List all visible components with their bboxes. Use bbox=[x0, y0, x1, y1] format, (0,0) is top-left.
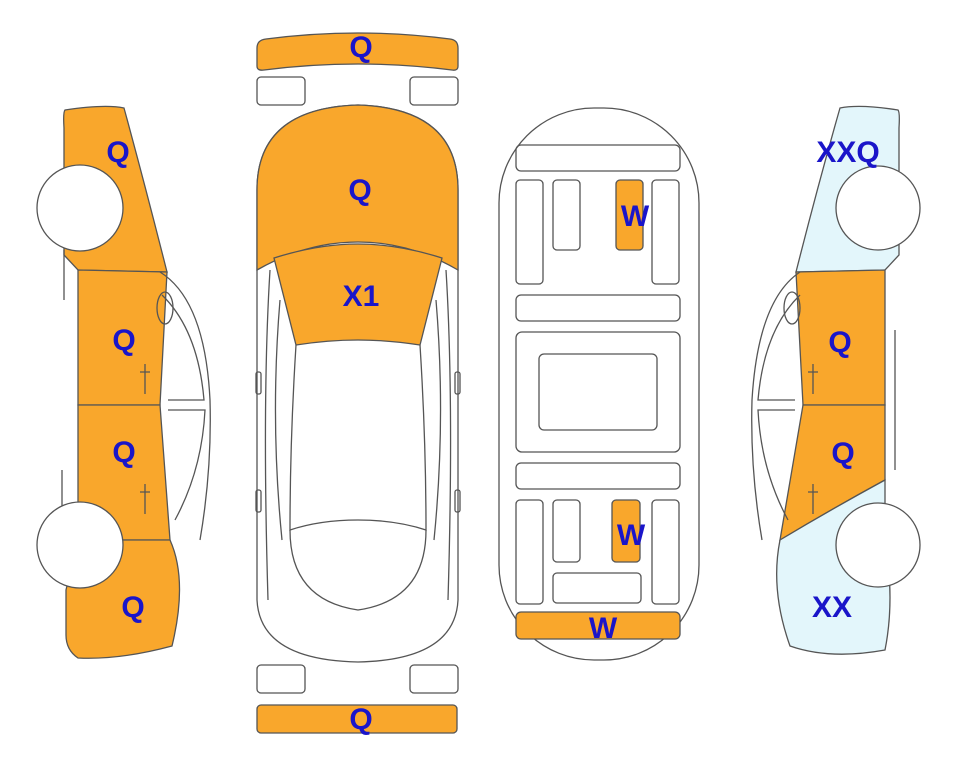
right-rear-quarter-label: XX bbox=[812, 591, 852, 624]
right-front-door-label: Q bbox=[828, 326, 851, 359]
right-front-wheel bbox=[835, 165, 921, 251]
windshield-label: X1 bbox=[343, 280, 380, 313]
floor-rear-label: W bbox=[589, 612, 618, 645]
left-rear-door-label: Q bbox=[112, 436, 135, 469]
floor-bottom-panel[interactable] bbox=[611, 499, 641, 563]
front-bumper-label: Q bbox=[349, 31, 372, 64]
right-rear-wheel bbox=[835, 502, 921, 588]
right-front-fender-label: XXQ bbox=[816, 136, 879, 169]
windshield-panel[interactable] bbox=[273, 243, 443, 346]
left-front-door-label: Q bbox=[112, 324, 135, 357]
rear-bumper-label: Q bbox=[349, 703, 372, 736]
left-front-wheel bbox=[36, 164, 124, 252]
rear-bumper-panel[interactable] bbox=[256, 704, 458, 734]
hood-label: Q bbox=[348, 174, 371, 207]
floor-top-panel[interactable] bbox=[615, 179, 644, 251]
floor-bottom-label: W bbox=[617, 519, 646, 552]
left-side-view: Q Q Q Q bbox=[36, 105, 211, 659]
left-rear-quarter-label: Q bbox=[121, 591, 144, 624]
underbody-view: W W W bbox=[498, 107, 700, 661]
right-side-view: XXQ Q Q XX bbox=[751, 105, 921, 655]
right-rear-door-label: Q bbox=[831, 437, 854, 470]
floor-rear-panel[interactable] bbox=[515, 611, 681, 640]
hood-panel[interactable] bbox=[256, 104, 459, 272]
left-front-fender-label: Q bbox=[106, 136, 129, 169]
front-bumper-panel[interactable] bbox=[256, 32, 459, 71]
top-view: Q Q X1 Q bbox=[255, 31, 461, 736]
left-rear-wheel bbox=[36, 501, 124, 589]
floor-top-label: W bbox=[621, 200, 650, 233]
